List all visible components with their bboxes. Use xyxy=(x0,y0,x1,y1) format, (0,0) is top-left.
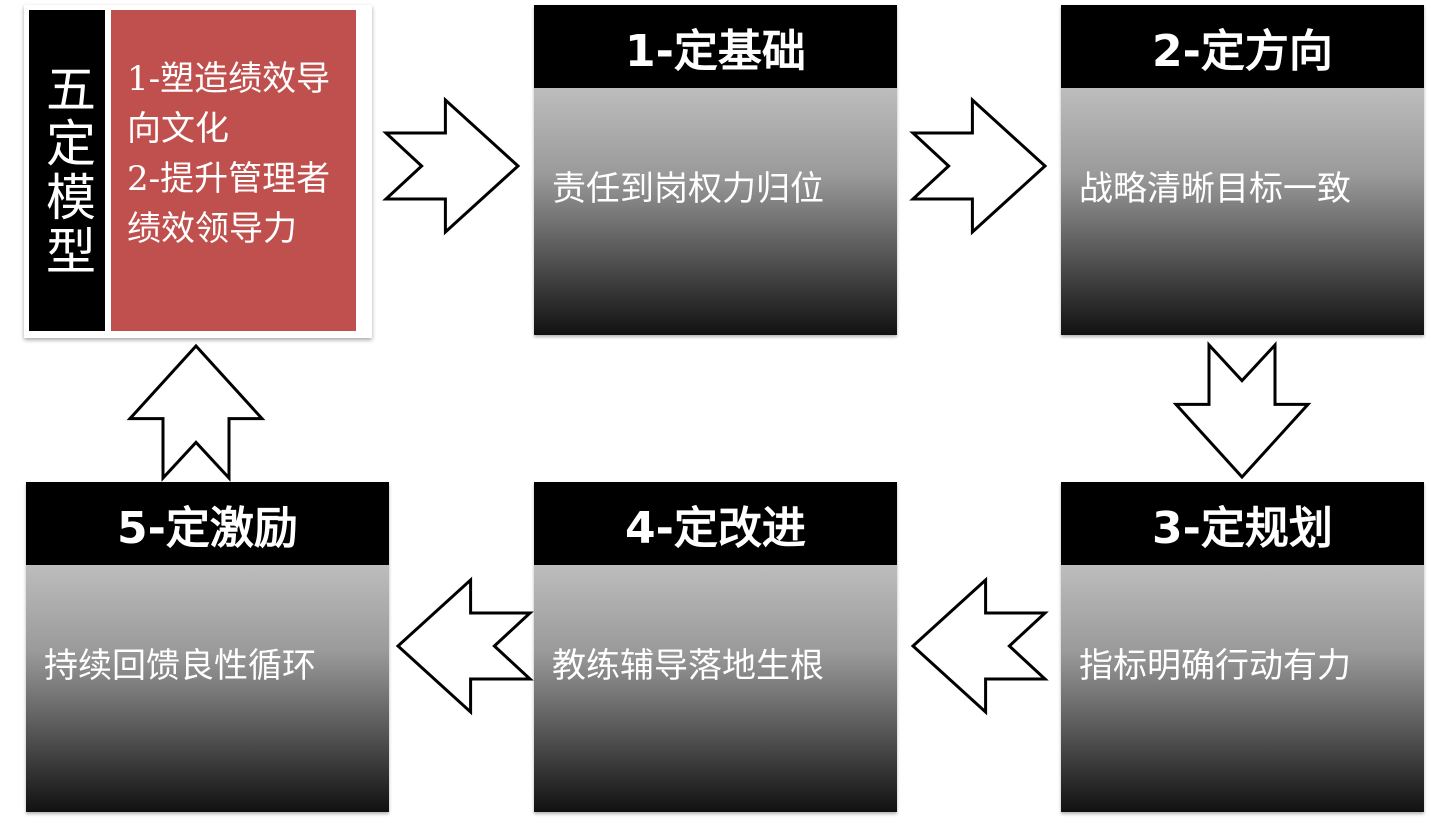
step-text: 战略清晰目标一致 xyxy=(1061,88,1424,335)
step-4-box: 4-定改进 教练辅导落地生根 xyxy=(534,482,897,812)
step-text: 指标明确行动有力 xyxy=(1061,565,1424,812)
model-goals: 1-塑造绩效导向文化 2-提升管理者绩效领导力 xyxy=(111,10,356,331)
step-title: 1-定基础 xyxy=(534,5,897,88)
step-1-box: 1-定基础 责任到岗权力归位 xyxy=(534,5,897,335)
step-title: 4-定改进 xyxy=(534,482,897,565)
goal-1: 1-塑造绩效导向文化 xyxy=(127,59,331,149)
step-title: 3-定规划 xyxy=(1061,482,1424,565)
model-title: 五定模型 xyxy=(29,10,105,331)
arrow-left-icon xyxy=(398,580,530,712)
step-5-box: 5-定激励 持续回馈良性循环 xyxy=(26,482,389,812)
step-title: 2-定方向 xyxy=(1061,5,1424,88)
step-text: 持续回馈良性循环 xyxy=(26,565,389,812)
arrow-up-icon xyxy=(130,346,262,478)
step-3-box: 3-定规划 指标明确行动有力 xyxy=(1061,482,1424,812)
arrow-right-icon xyxy=(913,100,1045,232)
step-title: 5-定激励 xyxy=(26,482,389,565)
arrow-down-icon xyxy=(1176,345,1308,477)
arrow-right-icon xyxy=(386,100,518,232)
arrow-left-icon xyxy=(913,580,1045,712)
step-text: 教练辅导落地生根 xyxy=(534,565,897,812)
goal-2: 2-提升管理者绩效领导力 xyxy=(127,159,331,249)
step-text: 责任到岗权力归位 xyxy=(534,88,897,335)
step-2-box: 2-定方向 战略清晰目标一致 xyxy=(1061,5,1424,335)
